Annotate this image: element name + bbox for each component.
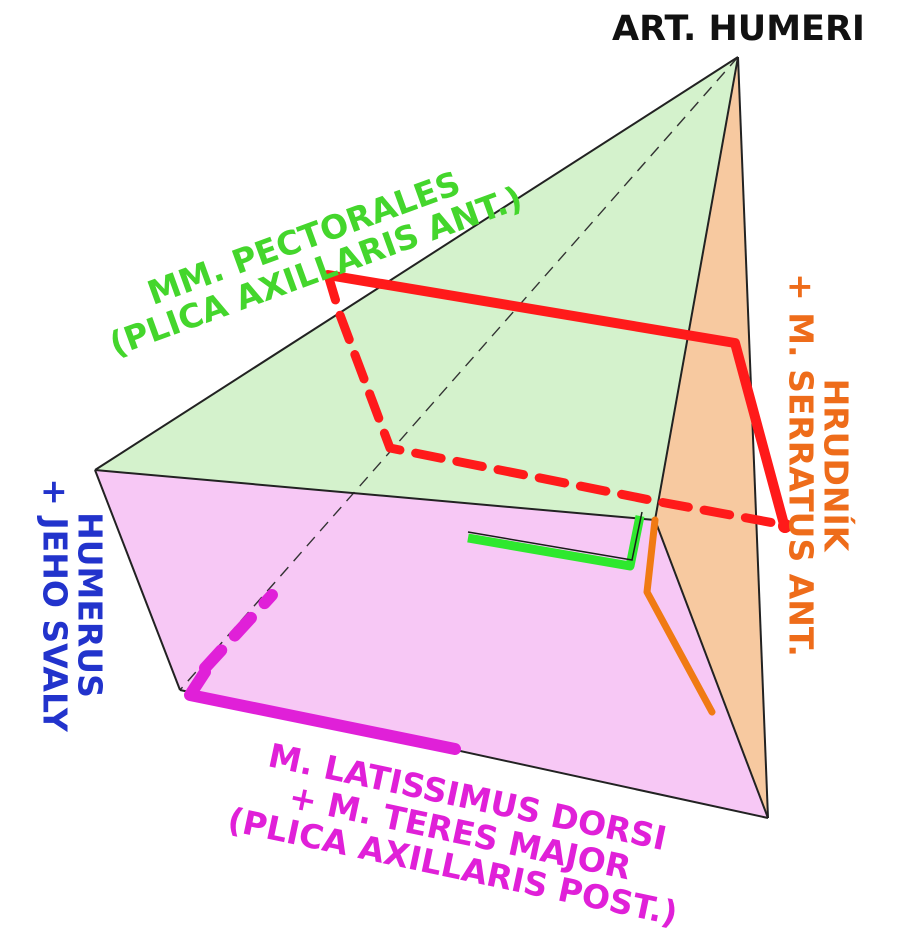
section-line-front xyxy=(323,270,790,533)
section-line-hidden xyxy=(323,270,790,530)
hidden-edge-apex xyxy=(179,56,739,691)
anterior-wall-marker-outline xyxy=(467,511,643,561)
medial-wall-label-line2: + M. SERRATUS ANT. xyxy=(782,273,821,657)
medial-wall-marker xyxy=(643,516,716,716)
posterior-wall-marker xyxy=(184,666,461,755)
apex-label: ART. HUMERI xyxy=(612,12,865,47)
lateral-wall-label-line2: + JEHO SVALY xyxy=(36,478,75,732)
medial-face xyxy=(655,57,768,818)
section-line-end-dot xyxy=(778,519,792,533)
apex-label-text: ART. HUMERI xyxy=(612,9,865,49)
lateral-wall-label: HUMERUS + JEHO SVALY xyxy=(36,478,110,732)
anterior-wall-marker xyxy=(467,515,645,571)
medial-wall-label-line1: HRUDNÍK xyxy=(816,378,856,552)
lateral-wall-label-line1: HUMERUS xyxy=(70,512,110,698)
medial-wall-label: HRUDNÍK + M. SERRATUS ANT. xyxy=(782,273,856,657)
posterior-wall-marker-hidden xyxy=(199,589,278,674)
